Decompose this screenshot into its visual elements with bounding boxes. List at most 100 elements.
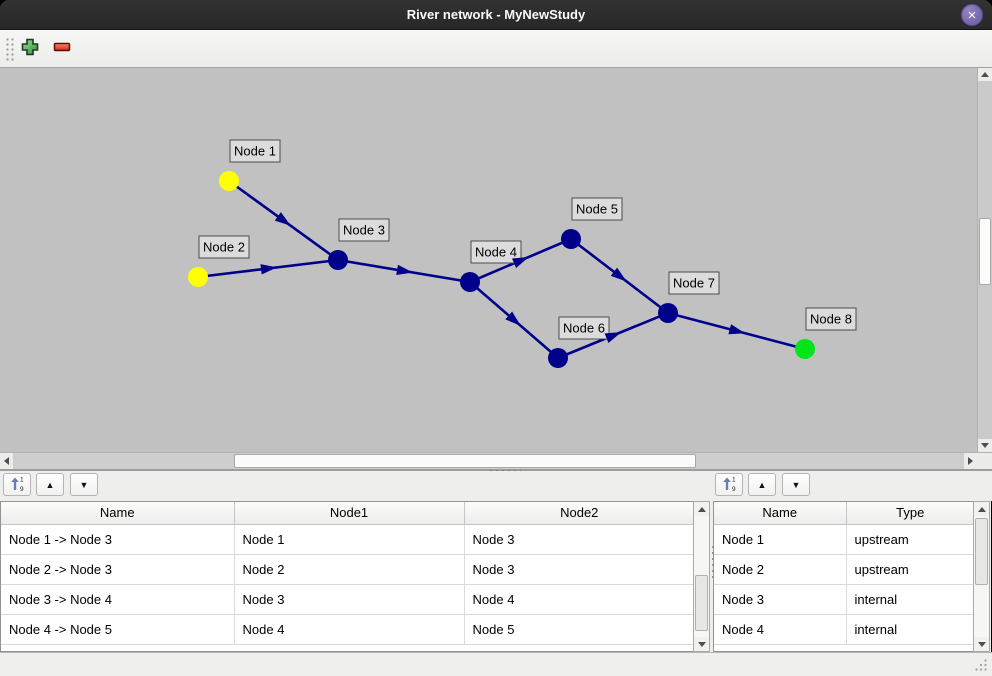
scroll-down-button[interactable] — [978, 439, 992, 452]
arrow-up-icon — [977, 506, 986, 512]
scroll-down-button[interactable] — [694, 637, 709, 651]
plus-icon — [20, 38, 40, 60]
flow-arrow-icon — [728, 324, 746, 335]
vscroll-thumb[interactable] — [979, 218, 991, 285]
links-table-scrollbar[interactable] — [693, 501, 710, 652]
arrow-right-icon — [968, 457, 973, 465]
table-cell[interactable]: internal — [845, 614, 973, 645]
table-cell[interactable]: internal — [845, 584, 973, 615]
close-button[interactable]: × — [961, 4, 983, 26]
link-move-down-button[interactable]: ▼ — [70, 473, 98, 496]
table-cell[interactable]: Node 3 -> Node 4 — [1, 584, 235, 615]
table-cell[interactable]: Node 4 — [233, 614, 465, 645]
table-cell[interactable]: Node 5 — [463, 614, 693, 645]
table-cell[interactable]: Node 2 -> Node 3 — [1, 554, 235, 585]
arrow-down-icon — [697, 641, 706, 647]
scroll-left-button[interactable] — [0, 453, 13, 469]
flow-arrow-icon — [505, 311, 521, 326]
scroll-down-button[interactable] — [974, 637, 989, 651]
table-cell[interactable]: upstream — [845, 554, 973, 585]
column-header[interactable]: Node2 — [463, 502, 693, 525]
toolbar-drag-handle[interactable] — [4, 36, 14, 62]
river-node[interactable] — [328, 250, 348, 270]
table-cell[interactable]: Node 3 — [714, 584, 847, 615]
links-scroll-thumb[interactable] — [695, 575, 708, 631]
column-header[interactable]: Name — [714, 502, 847, 525]
nodes-table-scrollbar[interactable] — [973, 501, 990, 652]
node-label-box[interactable] — [805, 307, 857, 331]
arrow-up-icon — [981, 72, 989, 77]
node-sort-button[interactable]: 1 9 — [715, 473, 743, 496]
node-label-box[interactable] — [198, 235, 250, 259]
river-node[interactable] — [219, 171, 239, 191]
svg-text:1: 1 — [20, 477, 24, 484]
column-header[interactable]: Name — [1, 502, 235, 525]
table-cell[interactable]: Node 1 -> Node 3 — [1, 524, 235, 555]
table-cell[interactable]: Node 3 — [233, 584, 465, 615]
table-cell[interactable]: Node 1 — [233, 524, 465, 555]
river-node[interactable] — [658, 303, 678, 323]
link-sort-button[interactable]: 1 9 — [3, 473, 31, 496]
node-label-box[interactable] — [229, 139, 281, 163]
node-label: Node 4 — [475, 245, 517, 260]
scroll-up-button[interactable] — [974, 502, 989, 516]
scroll-up-button[interactable] — [694, 502, 709, 516]
node-label-box[interactable] — [558, 316, 610, 340]
flow-arrow-icon — [274, 212, 291, 226]
titlebar[interactable]: River network - MyNewStudy × — [0, 0, 992, 30]
node-label-box[interactable] — [668, 271, 720, 295]
scroll-right-button[interactable] — [964, 453, 977, 469]
node-label: Node 7 — [673, 276, 715, 291]
node-label-box[interactable] — [470, 240, 522, 264]
table-cell[interactable]: Node 4 — [714, 614, 847, 645]
river-node[interactable] — [795, 339, 815, 359]
canvas-hscrollbar[interactable] — [0, 452, 977, 469]
table-cell[interactable]: Node 3 — [463, 524, 693, 555]
node-label-box[interactable] — [338, 218, 390, 242]
scroll-up-button[interactable] — [978, 68, 992, 81]
table-cell[interactable]: Node 2 — [714, 554, 847, 585]
minus-icon — [52, 42, 72, 60]
river-node[interactable] — [561, 229, 581, 249]
table-cell[interactable]: upstream — [845, 524, 973, 555]
add-button[interactable] — [19, 37, 41, 59]
arrow-down-icon — [981, 443, 989, 448]
node-label: Node 6 — [563, 321, 605, 336]
canvas-vscrollbar[interactable] — [977, 68, 992, 452]
remove-button[interactable] — [51, 37, 73, 59]
river-node[interactable] — [460, 272, 480, 292]
hscroll-thumb[interactable] — [234, 454, 696, 468]
svg-text:9: 9 — [732, 486, 736, 492]
table-cell[interactable]: Node 3 — [463, 554, 693, 585]
table-cell[interactable]: Node 2 — [233, 554, 465, 585]
link-move-up-button[interactable]: ▲ — [36, 473, 64, 496]
triangle-down-icon: ▼ — [791, 479, 801, 490]
table-cell[interactable]: Node 4 -> Node 5 — [1, 614, 235, 645]
node-label-box[interactable] — [571, 197, 623, 221]
triangle-up-icon: ▲ — [757, 479, 767, 490]
resize-grip[interactable] — [974, 658, 988, 672]
river-node[interactable] — [548, 348, 568, 368]
node-move-down-button[interactable]: ▼ — [782, 473, 810, 496]
pane-splitter-handle[interactable] — [487, 466, 521, 473]
column-header[interactable]: Type — [845, 502, 973, 525]
node-move-up-button[interactable]: ▲ — [748, 473, 776, 496]
nodes-scroll-thumb[interactable] — [975, 518, 988, 585]
table-cell[interactable]: Node 4 — [463, 584, 693, 615]
column-header[interactable]: Node1 — [233, 502, 465, 525]
tables-splitter-handle[interactable] — [709, 543, 715, 579]
arrow-up-icon — [697, 506, 706, 512]
river-node[interactable] — [188, 267, 208, 287]
table-cell[interactable]: Node 1 — [714, 524, 847, 555]
